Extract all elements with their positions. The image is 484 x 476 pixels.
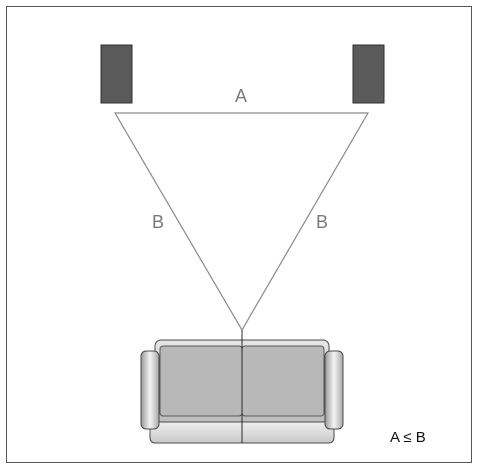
label-distance-b-right: B — [316, 212, 329, 232]
sofa — [140, 330, 344, 444]
sofa-cushion-left — [159, 345, 243, 417]
listening-triangle — [113, 112, 370, 332]
distance-relation-label: A ≤ B — [390, 429, 426, 446]
right-speaker — [352, 44, 385, 104]
sofa-arm-right — [324, 350, 344, 430]
left-speaker — [100, 44, 133, 104]
label-distance-b-left: B — [152, 212, 165, 232]
label-distance-a: A — [235, 86, 248, 106]
sofa-arm-left — [140, 350, 160, 430]
sofa-cushion-right — [241, 345, 325, 417]
